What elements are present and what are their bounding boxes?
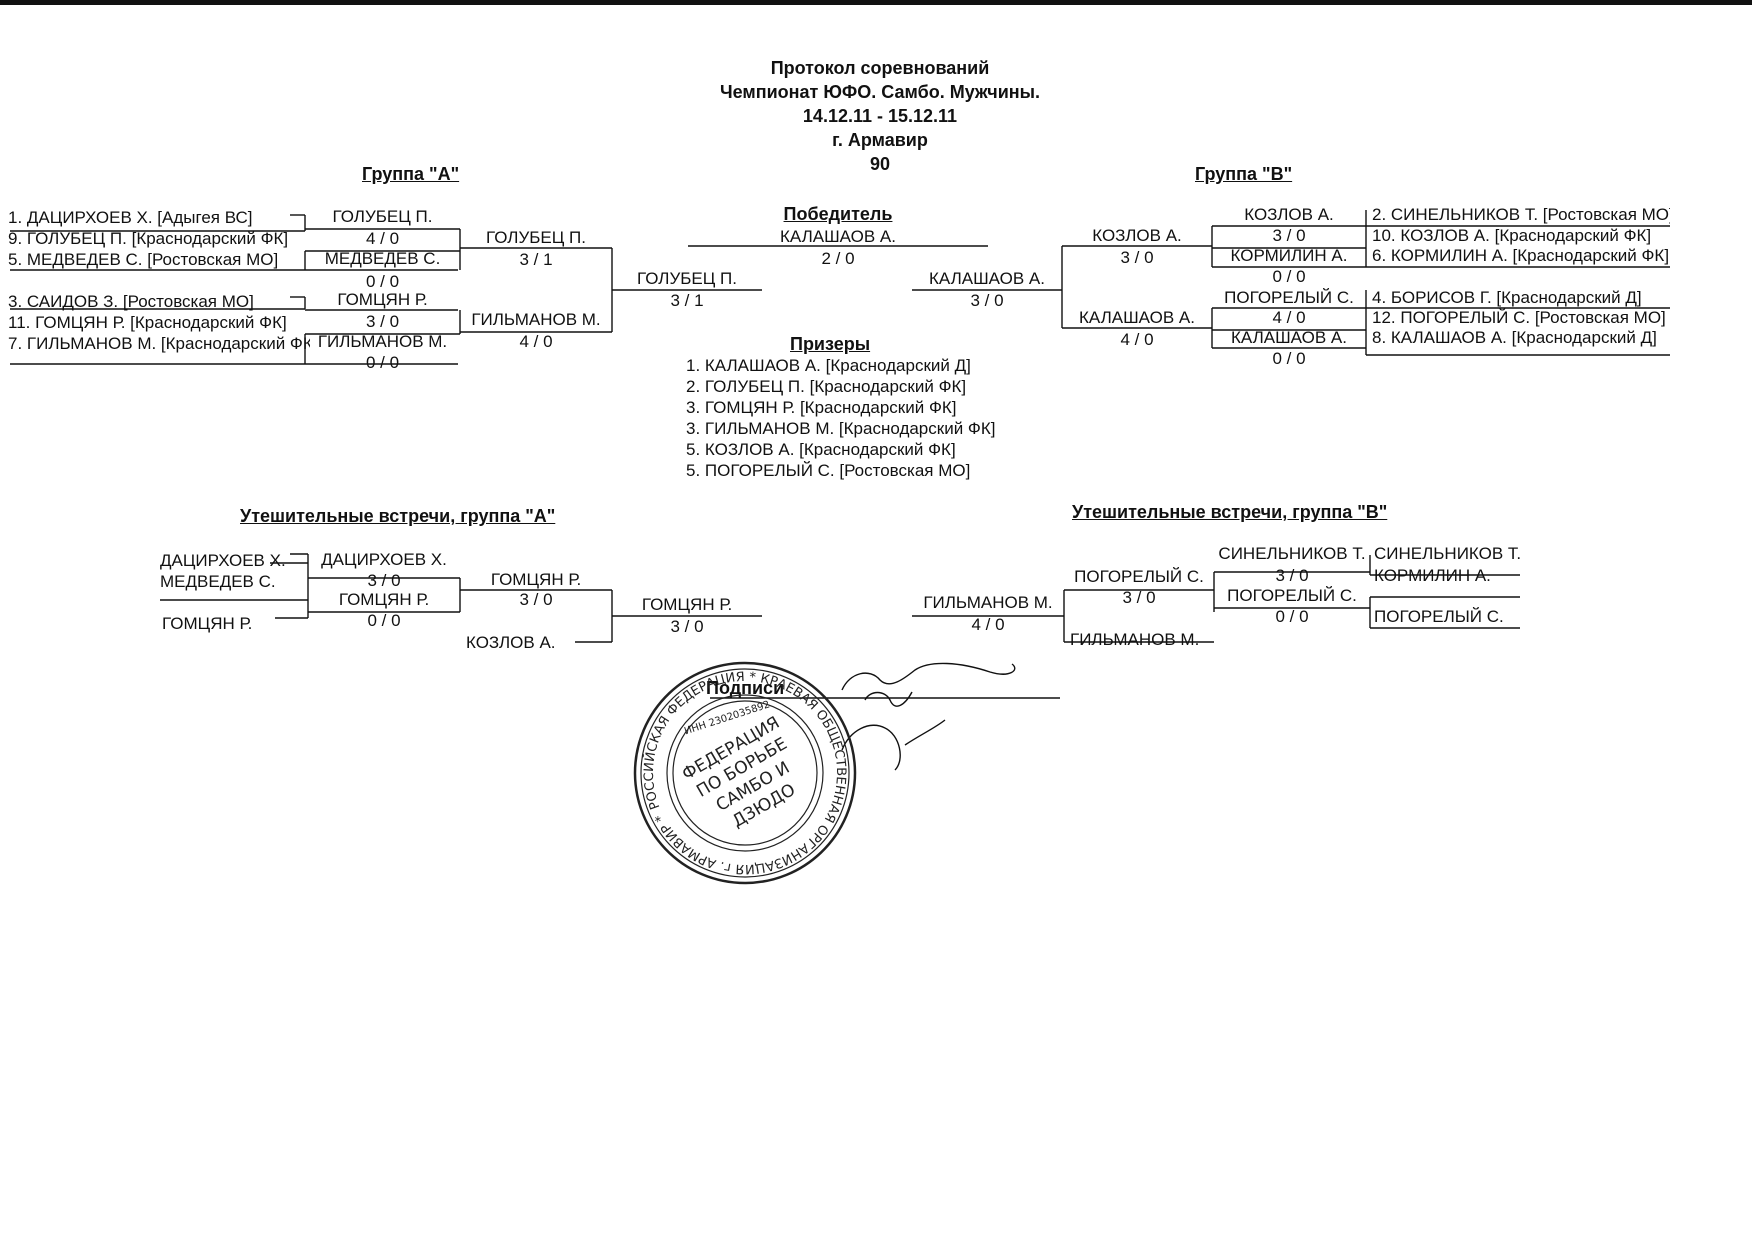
scan-edge (0, 0, 1752, 5)
group-a-r1-winner: ГОЛУБЕЦ П. (332, 207, 433, 226)
group-a-final-score: 3 / 1 (670, 291, 704, 310)
consolation-a-final-score: 3 / 0 (670, 617, 704, 636)
group-a-r2-winner: ГИЛЬМАНОВ М. (471, 310, 601, 329)
group-b-final-score: 3 / 0 (970, 291, 1004, 310)
event-dates: 14.12.11 - 15.12.11 (802, 106, 958, 126)
consolation-b-entrant: КОРМИЛИН А. (1374, 566, 1491, 585)
group-b-r1-score: 3 / 0 (1272, 226, 1306, 245)
organization-stamp: РОССИЙСКАЯ ФЕДЕРАЦИЯ * КРАЕВАЯ ОБЩЕСТВЕН… (630, 658, 860, 888)
group-a-r1-winner: МЕДВЕДЕВ С. (324, 249, 441, 268)
consolation-b-title: Утешительные встречи, группа "В" (1072, 502, 1388, 522)
group-b-r1-score: 0 / 0 (1272, 349, 1306, 368)
consolation-a-title: Утешительные встречи, группа "А" (240, 506, 556, 526)
event-city: г. Армавир (832, 130, 928, 150)
group-a-r2-winner: ГОЛУБЕЦ П. (486, 228, 586, 247)
prize-item: 1. КАЛАШАОВ А. [Краснодарский Д] (686, 356, 971, 375)
group-b-entrant: 2. СИНЕЛЬНИКОВ Т. [Ростовская МО] (1372, 205, 1670, 224)
consolation-b-r1-winner: СИНЕЛЬНИКОВ Т. (1218, 544, 1366, 563)
prize-item: 5. ПОГОРЕЛЫЙ С. [Ростовская МО] (686, 461, 971, 480)
consolation-a-r1-score: 3 / 0 (367, 571, 401, 590)
group-a-r1-score: 4 / 0 (365, 229, 400, 248)
group-a-entrant: 7. ГИЛЬМАНОВ М. [Краснодарский ФК] (8, 334, 310, 353)
group-b-entrant: 6. КОРМИЛИН А. [Краснодарский ФК] (1372, 246, 1670, 265)
consolation-a-final-winner: ГОМЦЯН Р. (641, 595, 733, 614)
consolation-a-r2-score: 3 / 0 (519, 590, 553, 609)
group-b-r1-winner: КОРМИЛИН А. (1230, 246, 1348, 265)
group-b-r1-score: 0 / 0 (1272, 267, 1306, 286)
consolation-b-r1-score: 0 / 0 (1275, 607, 1309, 626)
group-a-entrant: 11. ГОМЦЯН Р. [Краснодарский ФК] (8, 313, 287, 332)
group-a-final-winner: ГОЛУБЕЦ П. (637, 269, 737, 288)
group-b-r1-score: 4 / 0 (1272, 308, 1306, 327)
prize-item: 2. ГОЛУБЕЦ П. [Краснодарский ФК] (686, 377, 967, 396)
prize-item: 3. ГИЛЬМАНОВ М. [Краснодарский ФК] (686, 419, 996, 438)
group-b-r1-winner: КОЗЛОВ А. (1244, 205, 1334, 224)
group-b-r1-winner: КАЛАШАОВ А. (1230, 328, 1347, 347)
group-a-entrant: 1. ДАЦИРХОЕВ Х. [Адыгея ВС] (8, 208, 253, 227)
group-b-r2-score: 4 / 0 (1120, 330, 1154, 349)
consolation-a-r1-winner: ГОМЦЯН Р. (338, 590, 430, 609)
consolation-b-r1-score: 3 / 0 (1275, 566, 1309, 585)
group-a-entrant: 5. МЕДВЕДЕВ С. [Ростовская МО] (8, 250, 279, 269)
group-b-r2-winner: КАЛАШАОВ А. (1078, 308, 1195, 327)
consolation-b-r1-winner: ПОГОРЕЛЫЙ С. (1227, 586, 1357, 605)
group-a-entrant: 3. САИДОВ З. [Ростовская МО] (8, 292, 254, 311)
group-a-r1-score: 0 / 0 (365, 353, 400, 372)
group-a-r2-score: 3 / 1 (519, 250, 553, 269)
prizes-title: Призеры (790, 334, 871, 354)
group-a-r1-score: 3 / 0 (365, 312, 400, 331)
group-b-entrant: 10. КОЗЛОВ А. [Краснодарский ФК] (1372, 226, 1652, 245)
consolation-b-entrant: ПОГОРЕЛЫЙ С. (1374, 607, 1504, 626)
group-a-r1-winner: ГИЛЬМАНОВ М. (317, 332, 448, 351)
consolation-b-final-score: 4 / 0 (971, 615, 1005, 634)
group-b-r2-winner: КОЗЛОВ А. (1092, 226, 1182, 245)
protocol-title: Протокол соревнований (770, 58, 990, 78)
consolation-a-r2-winner: ГОМЦЯН Р. (490, 570, 582, 589)
group-a-r1-score: 0 / 0 (365, 272, 400, 291)
group-b-r2-score: 3 / 0 (1120, 248, 1154, 267)
signature-label: Подписи (706, 678, 785, 698)
consolation-a-entrant: ГОМЦЯН Р. (162, 614, 253, 633)
consolation-b-r2-winner: ПОГОРЕЛЫЙ С. (1074, 567, 1204, 586)
consolation-a-r1-score: 0 / 0 (367, 611, 401, 630)
group-a-r1-winner: ГОМЦЯН Р. (337, 290, 428, 309)
group-a-r2-score: 4 / 0 (519, 332, 553, 351)
group-b-r1-winner: ПОГОРЕЛЫЙ С. (1224, 288, 1354, 307)
prize-item: 5. КОЗЛОВ А. [Краснодарский ФК] (686, 440, 956, 459)
group-b-entrant: 4. БОРИСОВ Г. [Краснодарский Д] (1372, 288, 1642, 307)
group-b-entrant: 8. КАЛАШАОВ А. [Краснодарский Д] (1372, 328, 1657, 347)
consolation-a-entrant: ДАЦИРХОЕВ Х. (160, 551, 286, 570)
prize-item: 3. ГОМЦЯН Р. [Краснодарский ФК] (686, 398, 957, 417)
consolation-a-bye: КОЗЛОВ А. (466, 633, 556, 652)
group-b-final-winner: КАЛАШАОВ А. (928, 269, 1045, 288)
winner-score: 2 / 0 (821, 249, 855, 268)
consolation-a-entrant: МЕДВЕДЕВ С. (160, 572, 276, 591)
consolation-a-r1-winner: ДАЦИРХОЕВ Х. (321, 550, 447, 569)
consolation-b-final-winner: ГИЛЬМАНОВ М. (923, 593, 1053, 612)
group-a-entrant: 9. ГОЛУБЕЦ П. [Краснодарский ФК] (8, 229, 289, 248)
consolation-b-bye: ГИЛЬМАНОВ М. (1070, 630, 1200, 649)
group-b-title: Группа "В" (1195, 164, 1293, 184)
group-b-entrant: 12. ПОГОРЕЛЫЙ С. [Ростовская МО] (1372, 308, 1666, 327)
group-a-title: Группа "А" (362, 164, 460, 184)
winner-title: Победитель (783, 204, 893, 224)
winner-name: КАЛАШАОВ А. (779, 227, 896, 246)
consolation-b-r2-score: 3 / 0 (1122, 588, 1156, 607)
weight-category: 90 (869, 154, 891, 174)
consolation-b-entrant: СИНЕЛЬНИКОВ Т. (1374, 544, 1522, 563)
championship-title: Чемпионат ЮФО. Самбо. Мужчины. (719, 82, 1041, 102)
